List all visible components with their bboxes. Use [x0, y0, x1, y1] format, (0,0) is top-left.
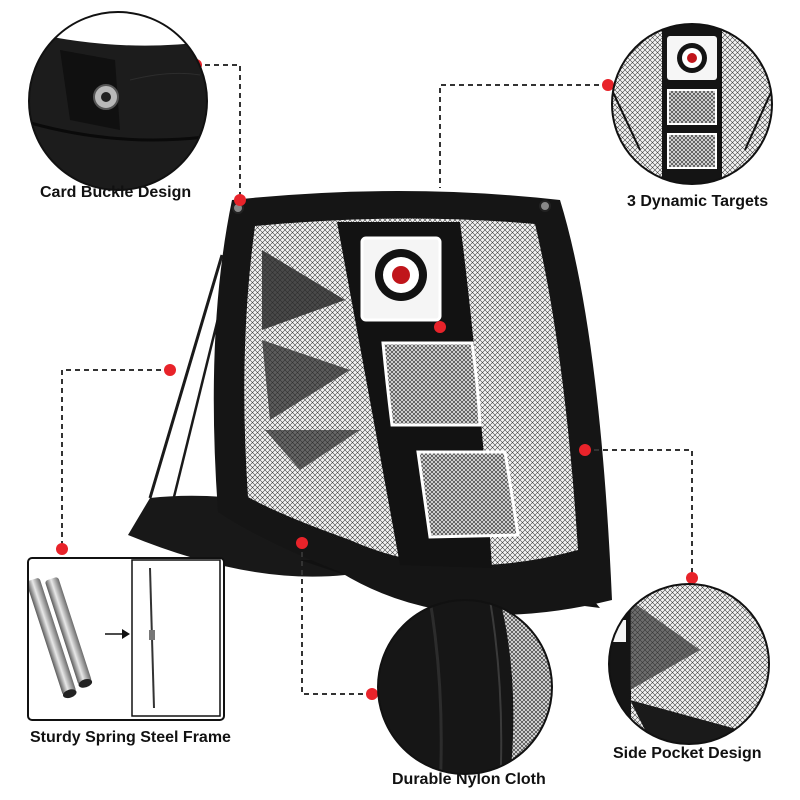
detail-card-buckle [28, 11, 208, 191]
dot-card-buckle-anchor [234, 194, 246, 206]
label-nylon-cloth: Durable Nylon Cloth [392, 771, 546, 788]
dot-frame [56, 543, 68, 555]
dot-pocket-anchor [579, 444, 591, 456]
detail-nylon-cloth [377, 599, 553, 775]
dot-frame-anchor [164, 364, 176, 376]
detail-targets [611, 23, 773, 185]
chipping-net [128, 191, 612, 615]
label-dynamic-targets: 3 Dynamic Targets [627, 193, 769, 210]
dot-targets-anchor [434, 321, 446, 333]
label-card-buckle: Card Buckle Design [40, 184, 192, 201]
dot-targets [602, 79, 614, 91]
detail-steel-frame [27, 557, 225, 721]
detail-side-pocket [608, 583, 770, 745]
label-side-pocket: Side Pocket Design [613, 745, 762, 762]
dot-cloth [366, 688, 378, 700]
callout-lines [61, 64, 693, 695]
dot-cloth-anchor [296, 537, 308, 549]
dot-pocket [686, 572, 698, 584]
label-spring-frame: Sturdy Spring Steel Frame [30, 729, 231, 746]
